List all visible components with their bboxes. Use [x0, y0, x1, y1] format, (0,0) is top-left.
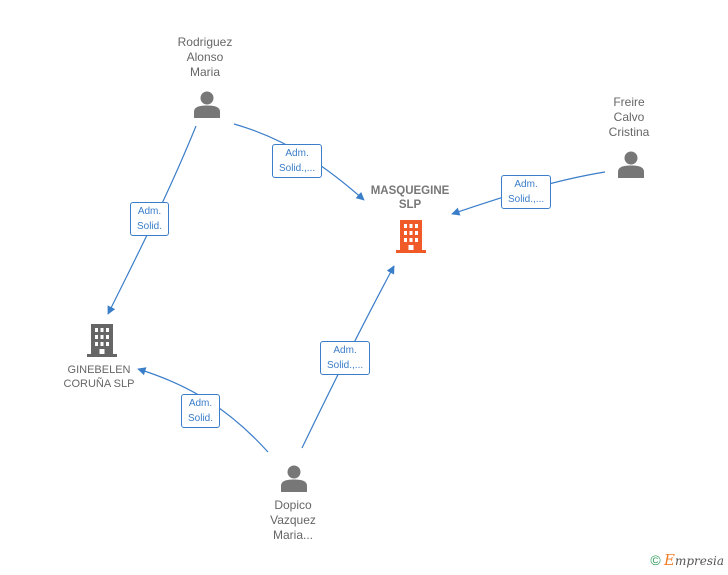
node-label-dopico[interactable]: Dopico Vazquez Maria...	[270, 498, 316, 542]
edge-label-freire-masquegine[interactable]: Adm. Solid.,...	[501, 175, 552, 209]
node-label-freire[interactable]: Freire Calvo Cristina	[608, 95, 650, 139]
brand-name: mpresia	[674, 554, 724, 568]
edge-label-dopico-masquegine[interactable]: Adm. Solid.,...	[320, 341, 371, 375]
edge-label-rodriguez-masquegine[interactable]: Adm. Solid.,...	[272, 144, 323, 178]
node-label-masquegine[interactable]: MASQUEGINE SLP	[370, 185, 450, 211]
node-label-rodriguez[interactable]: Rodriguez Alonso Maria	[177, 35, 233, 79]
copyright-symbol: ©	[650, 552, 661, 568]
brand-logo: © Empresia	[650, 551, 724, 569]
building-icon-masquegine[interactable]	[395, 218, 427, 254]
edge-label-dopico-ginebelen[interactable]: Adm. Solid.	[181, 394, 221, 428]
brand-initial: E	[663, 551, 675, 569]
node-label-ginebelen[interactable]: GINEBELEN CORUÑA SLP	[63, 364, 135, 390]
person-icon-freire[interactable]	[617, 150, 645, 178]
building-icon-ginebelen[interactable]	[86, 322, 118, 358]
person-icon-rodriguez[interactable]	[193, 90, 221, 118]
edge-label-rodriguez-ginebelen[interactable]: Adm. Solid.	[130, 202, 170, 236]
person-icon-dopico[interactable]	[280, 464, 308, 492]
